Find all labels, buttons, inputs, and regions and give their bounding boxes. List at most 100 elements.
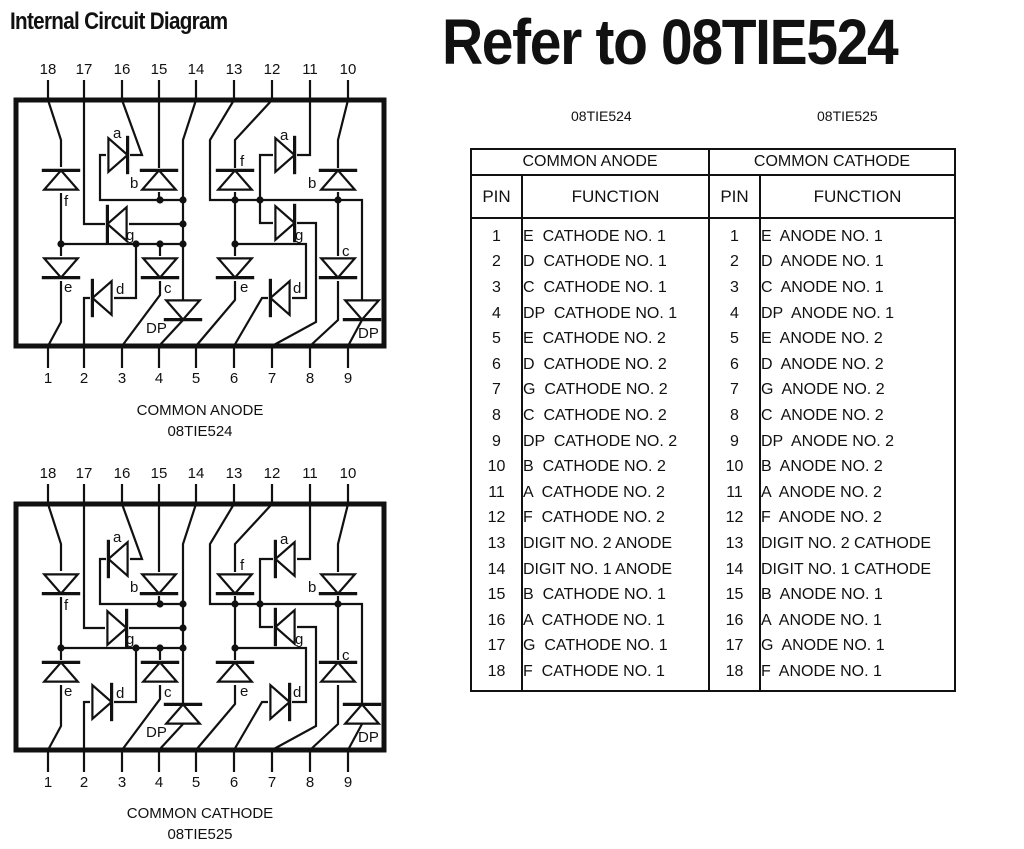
diode-triangle-icon: [215, 573, 255, 596]
pin-number: 17: [470, 633, 523, 660]
segment-label: f: [64, 597, 69, 614]
column-header-pin: PIN: [708, 175, 761, 219]
pin-number: 16: [470, 607, 523, 634]
segment-label: g: [126, 631, 134, 648]
pin-number: 4: [470, 300, 523, 327]
segment-d2-diode: [268, 278, 291, 318]
pin-number: 6: [470, 351, 523, 378]
segment-g-diode: [105, 204, 128, 244]
pin-number: 7: [470, 377, 523, 404]
pin-number: 10: [708, 454, 761, 480]
wire: [336, 99, 350, 168]
wire: [158, 723, 184, 751]
anode-function: DIGIT NO. 2 ANODE: [521, 531, 710, 557]
group-header-anode: COMMON ANODE: [470, 149, 710, 176]
wire: [114, 244, 138, 300]
pin-number-bottom: 5: [192, 370, 200, 387]
group-header-cathode: COMMON CATHODE: [708, 149, 956, 176]
pin-number: 9: [470, 428, 523, 455]
segment-label: a: [113, 529, 122, 546]
pin-number-bottom: 7: [268, 370, 276, 387]
segment-c-diode: [140, 257, 180, 280]
cathode-function: DIGIT NO. 2 CATHODE: [759, 531, 956, 557]
segment-d2-diode: [269, 682, 292, 722]
pin-number-top: 18: [40, 465, 57, 482]
diode-triangle-icon: [91, 682, 114, 722]
cathode-function: C ANODE NO. 2: [759, 403, 956, 429]
pin-number-top: 15: [151, 61, 168, 78]
diode-triangle-icon: [318, 257, 358, 280]
pin-number: 2: [470, 249, 523, 276]
anode-function: D CATHODE NO. 2: [521, 351, 710, 378]
wire: [347, 319, 363, 347]
pin-number-bottom: 3: [118, 774, 126, 791]
pin-number-bottom: 8: [306, 370, 314, 387]
wire: [98, 557, 183, 606]
segment-label: DP: [358, 729, 379, 746]
cathode-function: F ANODE NO. 1: [759, 659, 956, 691]
wire: [336, 503, 350, 572]
pin-number: 18: [708, 659, 761, 691]
cathode-function: D ANODE NO. 2: [759, 351, 956, 378]
wire: [235, 242, 308, 300]
segment-a-diode: [106, 539, 129, 579]
anode-function: F CATHODE NO. 2: [521, 505, 710, 532]
refer-title: Refer to 08TIE524: [442, 6, 899, 78]
diode-triangle-icon: [318, 168, 358, 191]
pin-number: 6: [708, 351, 761, 378]
pin-number: 8: [708, 403, 761, 429]
anode-function: DP CATHODE NO. 2: [521, 428, 710, 455]
segment-d-diode: [90, 278, 113, 318]
diagram-type-label: COMMON CATHODE: [126, 805, 274, 822]
pin-number-bottom: 9: [344, 774, 352, 791]
pin-number: 13: [470, 531, 523, 557]
segment-f-diode: [41, 168, 81, 191]
segment-c2-diode: [318, 660, 358, 683]
column-header-function: FUNCTION: [759, 175, 956, 219]
wire: [82, 504, 105, 630]
diode-triangle-icon: [41, 168, 81, 191]
pin-number-top: 11: [302, 465, 318, 482]
wire: [121, 281, 162, 347]
diode-triangle-icon: [273, 539, 296, 579]
diode-triangle-icon: [215, 660, 255, 683]
cathode-function: F ANODE NO. 2: [759, 505, 956, 532]
pin-number-top: 18: [40, 61, 57, 78]
diagram-caption-cathode: COMMON CATHODE 08TIE525: [0, 803, 400, 845]
segment-e-diode: [41, 660, 81, 683]
wire: [82, 100, 105, 226]
pin-number-bottom: 7: [268, 774, 276, 791]
segment-g2-diode: [274, 203, 297, 243]
segment-label: b: [308, 175, 316, 192]
pin-number-top: 12: [264, 465, 281, 482]
wire: [258, 557, 273, 604]
segment-c-diode: [140, 660, 180, 683]
wire: [158, 319, 184, 347]
wire: [297, 100, 312, 157]
table-part-label-cathode: 08TIE525: [817, 108, 878, 124]
wire: [297, 504, 312, 561]
wire: [233, 503, 273, 572]
segment-label: c: [164, 684, 172, 701]
wire: [309, 281, 340, 347]
pin-number-bottom: 9: [344, 370, 352, 387]
segment-label: g: [295, 631, 303, 648]
wire: [309, 685, 340, 751]
segment-label: d: [293, 280, 301, 297]
segment-dp2-diode: [342, 299, 382, 322]
segment-g-diode: [106, 608, 129, 648]
circuit-diagram-common-cathode: 181172163154145136127118109feabgcdDPfeag…: [13, 465, 387, 791]
segment-label: e: [64, 683, 72, 700]
pin-number-top: 16: [114, 465, 131, 482]
wire: [208, 503, 235, 606]
segment-label: d: [293, 684, 301, 701]
wire: [47, 685, 63, 751]
pin-number-top: 17: [76, 61, 93, 78]
pin-number-bottom: 2: [80, 774, 88, 791]
diode-triangle-icon: [269, 682, 292, 722]
wire: [258, 153, 273, 200]
